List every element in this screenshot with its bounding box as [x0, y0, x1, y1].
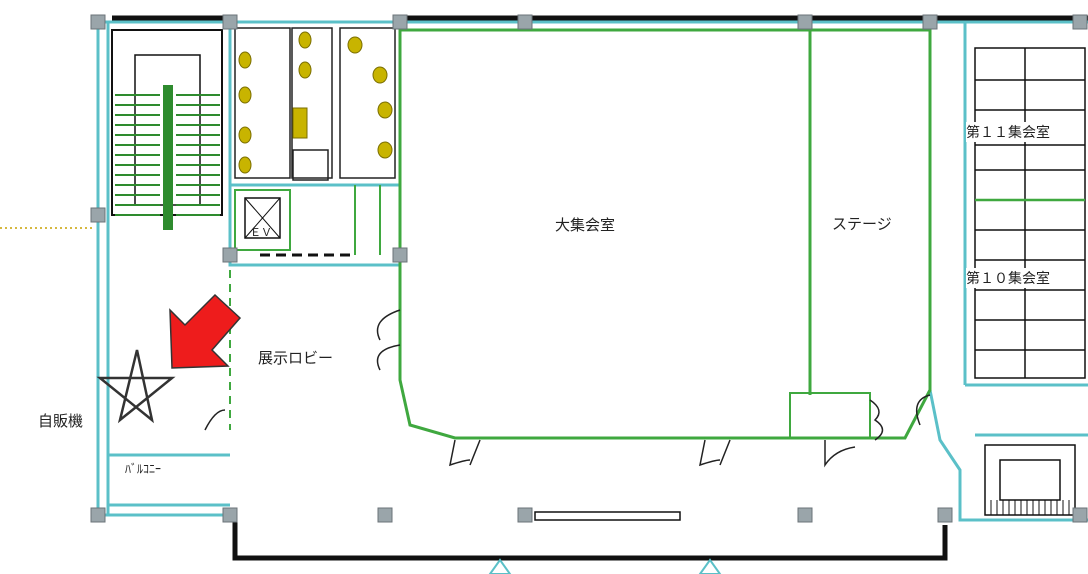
structural-columns: [90, 14, 1088, 523]
elevator-shaft: [234, 189, 291, 251]
stairs-right: [984, 444, 1076, 516]
toilet-fixtures: [238, 31, 393, 174]
balcony-label: ﾊﾞﾙｺﾆｰ: [125, 462, 162, 476]
stair-treads: [115, 94, 220, 216]
star-marker-icon: [96, 349, 176, 424]
stage-side-room: [789, 392, 871, 439]
restroom-area: [234, 27, 396, 255]
exterior-wall: [112, 15, 1088, 561]
elevator-label: ＥＶ: [250, 226, 272, 239]
entrance-marker-right: [698, 558, 722, 574]
vending-machine-label: 自販機: [38, 412, 84, 430]
red-arrow-icon: [169, 293, 242, 369]
main-hall-outline: [398, 28, 932, 440]
stair-treads-right: [984, 500, 1076, 515]
entrance-marker-left: [488, 558, 512, 574]
meeting-room-10-label: 第１０集会室: [966, 268, 1050, 288]
meeting-room-11-label: 第１１集会室: [966, 122, 1050, 142]
stage-label: ステージ: [832, 215, 892, 233]
meeting-rooms-right: [974, 47, 1086, 379]
exhibition-lobby-label: 展示ロビー: [258, 349, 334, 367]
window-detail: [534, 511, 681, 521]
main-hall-label: 大集会室: [555, 216, 616, 234]
hall-doors: [204, 309, 931, 468]
stairs-left: [111, 29, 223, 230]
